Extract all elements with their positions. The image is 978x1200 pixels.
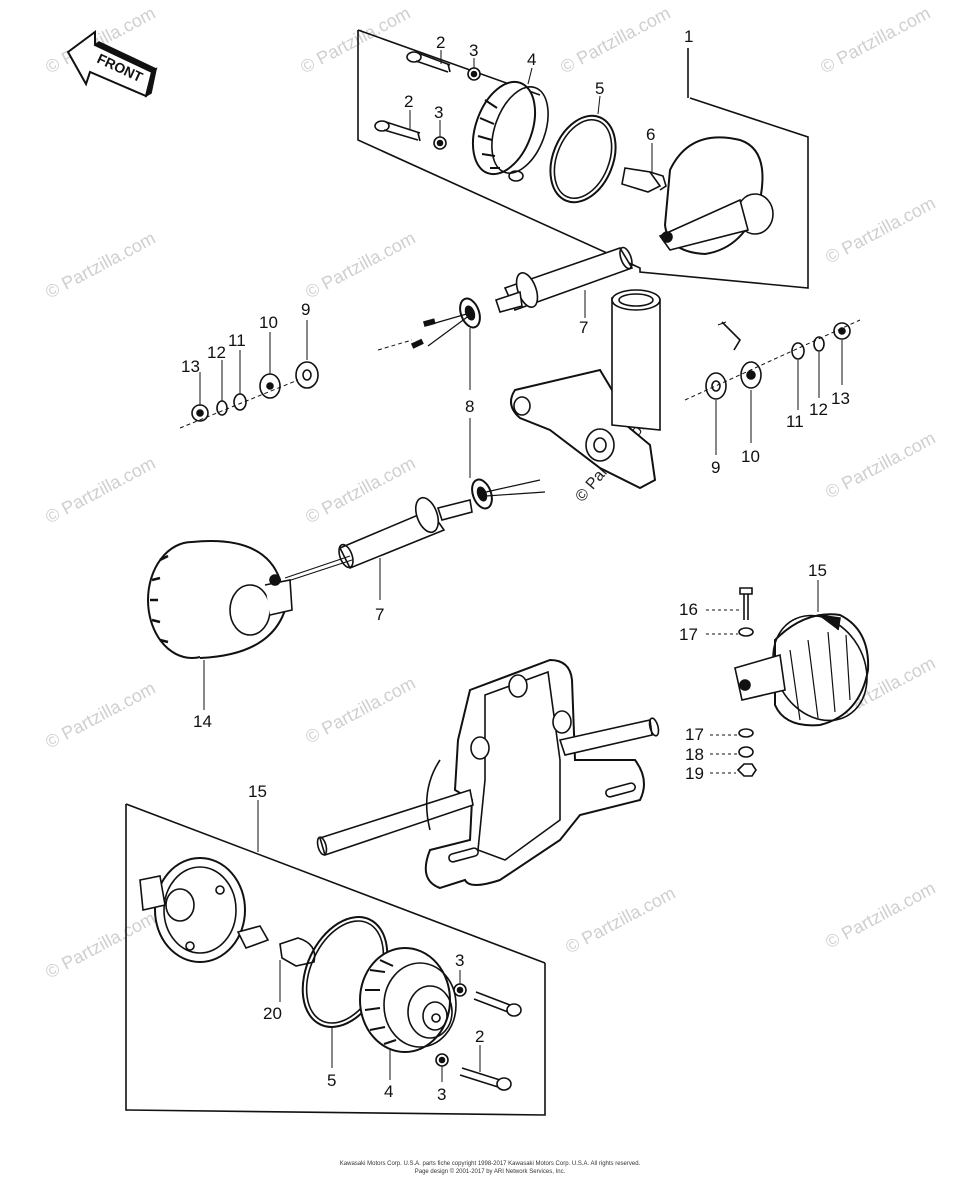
bolt-icon: [406, 51, 451, 73]
bolt-icon: [739, 587, 753, 620]
bolt-icon: [459, 1067, 512, 1091]
nut-icon: [833, 322, 851, 340]
callout: 11: [228, 331, 246, 350]
callout: 6: [646, 125, 655, 144]
copyright-line: Page design © 2001-2017 by ARI Network S…: [414, 1169, 566, 1175]
assembly-box-1: [357, 30, 809, 289]
callout: 4: [384, 1082, 393, 1101]
bracket-icon: [510, 289, 661, 490]
housing-icon: [139, 857, 246, 963]
washer-icon: [738, 728, 754, 738]
callout: 14: [193, 712, 212, 731]
callout: 3: [469, 41, 478, 60]
callout: 3: [437, 1085, 446, 1104]
stem-icon: [338, 496, 473, 570]
callout: 12: [207, 343, 226, 362]
callout: 5: [595, 79, 604, 98]
washer-icon: [738, 627, 754, 637]
front-arrow: [66, 30, 158, 98]
housing-icon: [658, 136, 774, 256]
nut-icon: [191, 404, 209, 422]
copyright-notice: Kawasaki Motors Corp. U.S.A. parts fiche…: [330, 1160, 650, 1176]
turn-signal-lamp-icon: [147, 540, 293, 659]
washer-icon: [791, 342, 805, 360]
callout: 17: [685, 725, 704, 744]
callout: 1: [684, 27, 693, 46]
copyright-line: Kawasaki Motors Corp. U.S.A. parts fiche…: [339, 1161, 641, 1167]
callout: 9: [711, 458, 720, 477]
cap-icon: [259, 373, 281, 399]
callout: 13: [831, 389, 850, 408]
washer-icon: [705, 372, 727, 400]
callout: 2: [436, 33, 445, 52]
callout: 12: [809, 400, 828, 419]
nut-icon: [435, 1053, 449, 1067]
washer-icon: [738, 746, 754, 758]
callout: 11: [786, 412, 804, 431]
washer-icon: [295, 361, 319, 389]
gasket-icon: [549, 114, 617, 204]
callout: 19: [685, 764, 704, 783]
stem-icon: [494, 246, 634, 313]
nut-icon: [467, 67, 481, 81]
callout: 18: [685, 745, 704, 764]
callout: 10: [741, 447, 760, 466]
lens-icon: [471, 80, 549, 182]
bolt-icon: [374, 120, 421, 142]
callout: 7: [579, 318, 588, 337]
bulb-icon: [621, 167, 667, 193]
callout: 4: [527, 50, 536, 69]
washer-icon: [233, 393, 247, 411]
callout: 13: [181, 357, 200, 376]
callout: 15: [808, 561, 827, 580]
callout: 3: [434, 103, 443, 122]
bulb-icon: [236, 925, 316, 967]
callout: 3: [455, 951, 464, 970]
callout: 10: [259, 313, 278, 332]
cap-icon: [740, 361, 762, 389]
nut-icon: [736, 763, 757, 777]
callout: 16: [679, 600, 698, 619]
nut-icon: [453, 983, 467, 997]
washer-icon: [216, 400, 228, 416]
washer-icon: [813, 336, 825, 352]
lens-icon: [359, 947, 457, 1053]
callout: 7: [375, 605, 384, 624]
callout: 15: [248, 782, 267, 801]
callout: 2: [475, 1027, 484, 1046]
callout: 9: [301, 300, 310, 319]
callout: 2: [404, 92, 413, 111]
nut-icon: [433, 136, 447, 150]
callout: 20: [263, 1004, 282, 1023]
bolt-icon: [473, 991, 522, 1017]
license-bracket-icon: [316, 658, 660, 890]
assembly-box-15: [125, 804, 546, 1116]
callout: 5: [327, 1071, 336, 1090]
turn-signal-lamp-icon: [734, 613, 870, 727]
callout: 8: [465, 397, 474, 416]
callout: 17: [679, 625, 698, 644]
